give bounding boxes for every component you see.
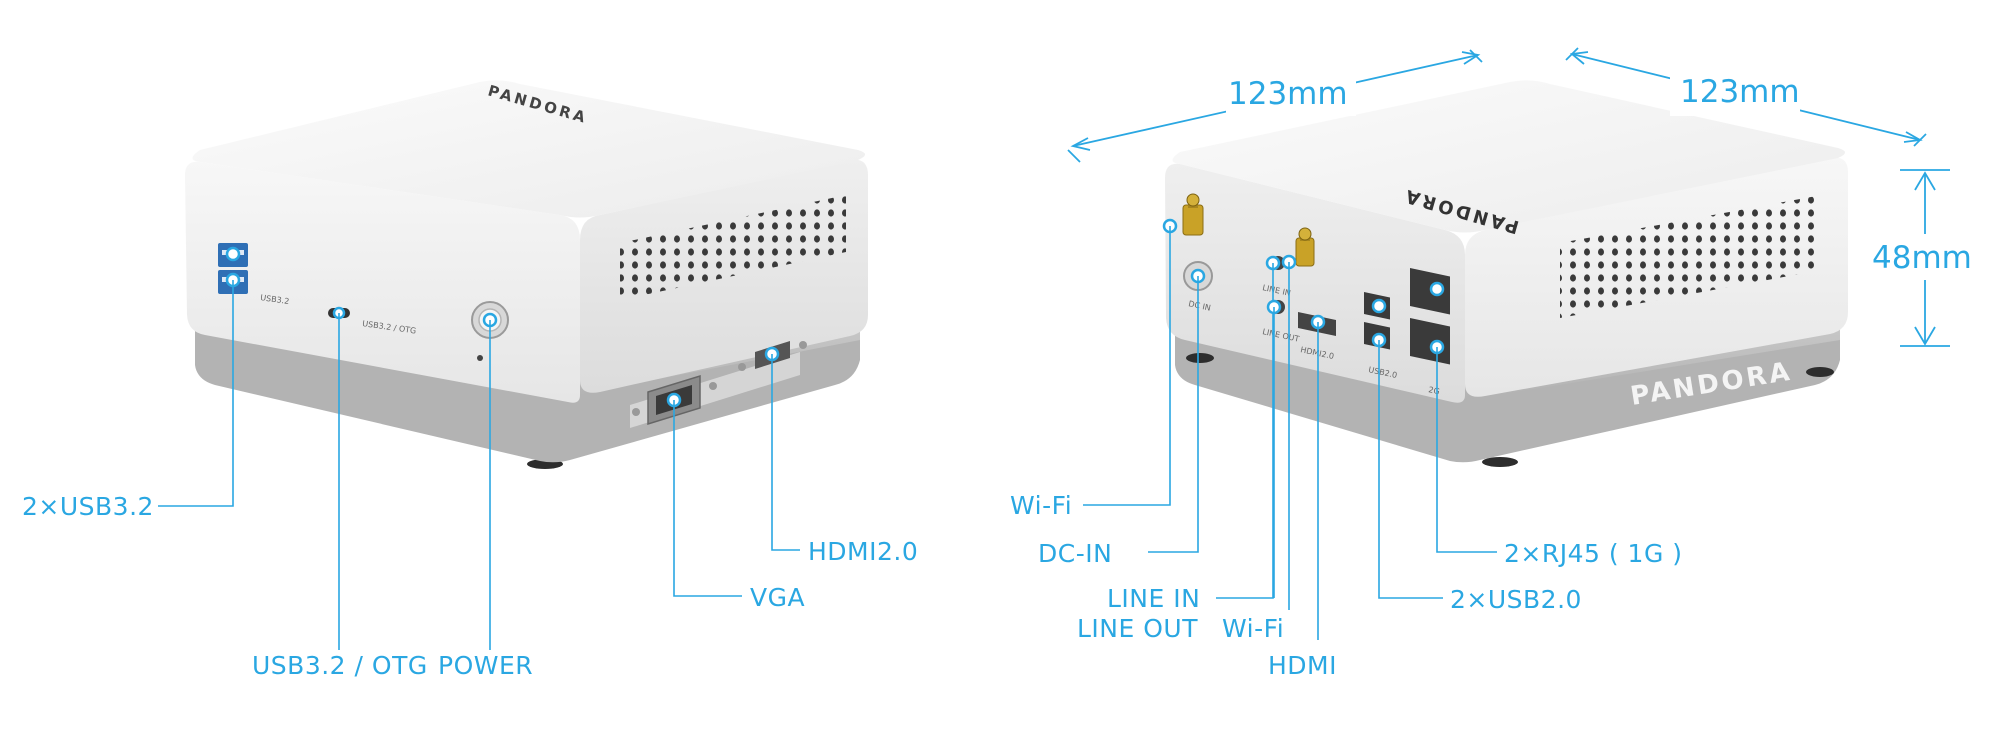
left-front-face	[185, 161, 580, 403]
callout-usb32: 2×USB3.2	[22, 492, 154, 521]
right-callouts: Wi-Fi DC-IN LINE IN LINE OUT Wi-Fi HDMI …	[1010, 218, 1683, 680]
callout-usb20: 2×USB2.0	[1450, 585, 1582, 614]
wifi-antenna-1	[1182, 193, 1204, 236]
right-rj45-port-1	[1410, 268, 1450, 315]
callout-wifi2: Wi-Fi	[1222, 614, 1284, 643]
callout-wifi1: Wi-Fi	[1010, 491, 1072, 520]
left-callouts: 2×USB3.2 USB3.2 / OTG POWER VGA HDMI2.0	[22, 246, 918, 680]
left-usb-label: USB3.2	[260, 293, 290, 306]
dimension-height: 48mm	[1872, 240, 1972, 276]
callout-otg: USB3.2 / OTG	[252, 651, 428, 680]
right-foot-right	[1806, 367, 1834, 377]
right-foot-left	[1186, 353, 1214, 363]
dot-usb20-1	[1371, 298, 1387, 314]
wifi-antenna-2	[1295, 227, 1315, 267]
callout-vga: VGA	[750, 583, 805, 612]
left-device: PANDORA USB3.2 USB3.2 / OTG 2×USB3.2	[22, 80, 918, 680]
callout-linein: LINE IN	[1107, 584, 1200, 613]
right-device: PANDORA PANDORA DC IN LINE IN LINE OUT H…	[1010, 47, 1982, 680]
right-vent-grille	[1560, 195, 1822, 318]
dot-rj45-1	[1429, 281, 1445, 297]
left-top-face	[192, 80, 865, 218]
callout-power: POWER	[438, 651, 533, 680]
left-vent-grille	[620, 195, 846, 300]
right-top-face	[1172, 80, 1845, 233]
callout-hdmi-left: HDMI2.0	[808, 537, 918, 566]
dimension-width: 123mm	[1228, 76, 1348, 112]
dot-usb1	[225, 246, 241, 262]
right-foot-corner	[1482, 457, 1518, 467]
callout-rj45: 2×RJ45 ( 1G )	[1504, 539, 1683, 568]
dimension-lines	[1067, 47, 1982, 347]
callout-dcin: DC-IN	[1038, 539, 1112, 568]
dimension-depth: 123mm	[1680, 74, 1800, 110]
right-rj45-label: 2G	[1428, 385, 1441, 396]
right-base-lower	[1175, 330, 1840, 463]
callout-hdmi-right: HDMI	[1268, 651, 1337, 680]
callout-lineout: LINE OUT	[1077, 614, 1198, 643]
